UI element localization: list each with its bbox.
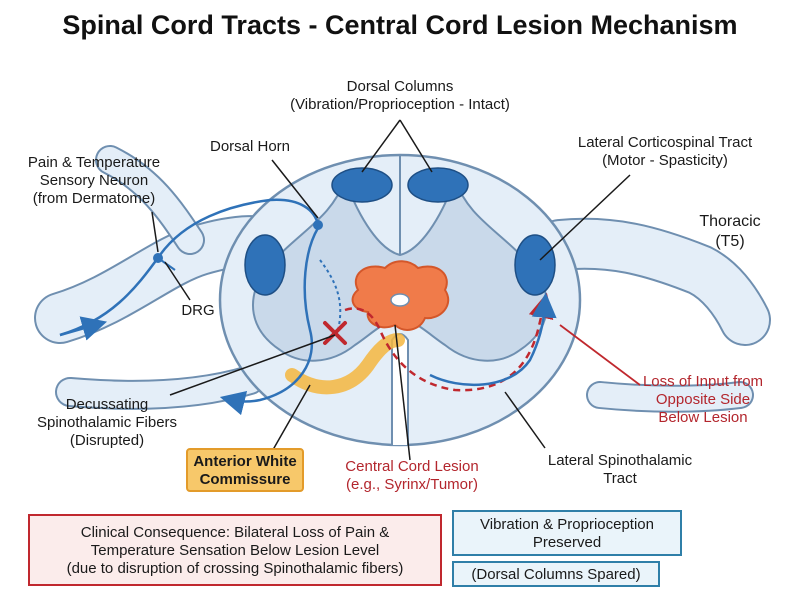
- decussating-fiber-left: [219, 227, 320, 416]
- clinical-consequence-box: Clinical Consequence: Bilateral Loss of …: [28, 514, 442, 586]
- dorsal-horn-synapse: [313, 220, 323, 230]
- label-lateral-corticospinal: Lateral Corticospinal Tract(Motor - Spas…: [577, 134, 753, 169]
- anterior-white-commissure: [285, 333, 405, 395]
- loss-input-leader: [559, 324, 641, 386]
- label-dorsal-columns: Dorsal Columns(Vibration/Proprioception …: [290, 78, 510, 113]
- label-central-cord-lesion: Central Cord Lesion(e.g., Syrinx/Tumor): [345, 458, 479, 493]
- lateral-spinothalamic-tract: [429, 292, 557, 386]
- lateral-corticospinal-right: [514, 234, 556, 296]
- label-dorsal-horn: Dorsal Horn: [209, 138, 291, 155]
- dorsal-column-right: [407, 167, 469, 203]
- disrupted-pathway-dashed: [344, 292, 554, 392]
- label-thoracic-level: Thoracic(T5): [699, 213, 761, 250]
- lateral-corticospinal-left: [244, 234, 286, 296]
- central-canal: [390, 293, 410, 307]
- page-title: Spinal Cord Tracts - Central Cord Lesion…: [62, 10, 738, 40]
- leader-lines: [151, 119, 631, 461]
- sensory-neuron-path: [59, 198, 320, 337]
- dorsal-columns-spared-box: (Dorsal Columns Spared): [452, 561, 660, 587]
- label-drg: DRG: [181, 302, 215, 319]
- right-nerve-root: [534, 217, 771, 413]
- disruption-x-icon: [323, 321, 347, 345]
- dorsal-column-left: [331, 167, 393, 203]
